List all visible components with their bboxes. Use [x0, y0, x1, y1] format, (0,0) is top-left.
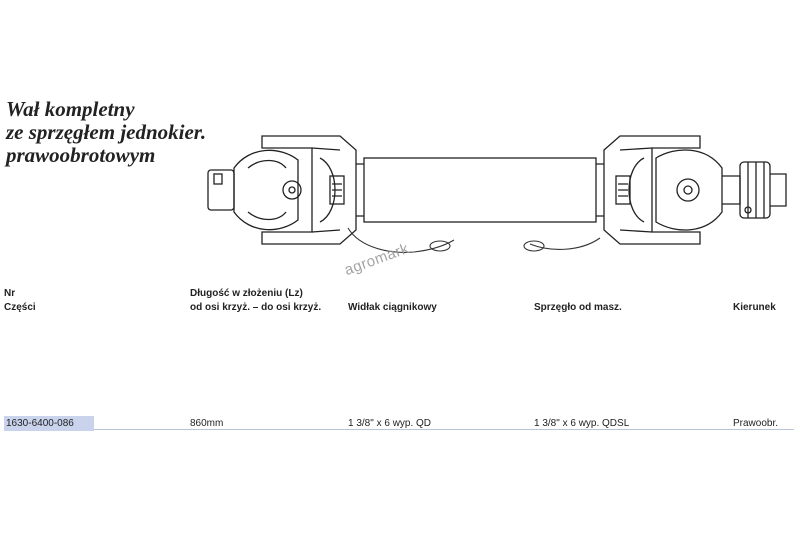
header-part-number: Nr Części	[4, 287, 36, 315]
header-clutch: Sprzęgło od masz.	[534, 302, 622, 313]
title-line-3: prawoobrotowym	[6, 143, 156, 167]
header-nr-line-1: Nr	[4, 288, 16, 299]
header-length: Długość w złożeniu (Lz) od osi krzyż. – …	[190, 287, 321, 315]
title-line-2: ze sprzęgłem jednokier.	[6, 120, 207, 144]
cell-direction: Prawoobr.	[733, 418, 779, 429]
product-title: Wał kompletny ze sprzęgłem jednokier. pr…	[6, 98, 206, 167]
cell-part-number: 1630-6400-086	[4, 416, 94, 431]
header-direction: Kierunek	[733, 302, 776, 313]
header-yoke: Widłak ciągnikowy	[348, 302, 437, 313]
cell-clutch: 1 3/8" x 6 wyp. QDSL	[534, 418, 630, 429]
title-line-1: Wał kompletny	[6, 97, 135, 121]
table-row-divider	[4, 429, 794, 430]
header-length-line-2: od osi krzyż. – do osi krzyż.	[190, 302, 322, 313]
header-length-line-1: Długość w złożeniu (Lz)	[190, 288, 303, 299]
cell-length: 860mm	[190, 418, 224, 429]
header-nr-line-2: Części	[4, 302, 36, 313]
cell-yoke: 1 3/8" x 6 wyp. QD	[348, 418, 432, 429]
pto-shaft-drawing	[207, 135, 787, 253]
